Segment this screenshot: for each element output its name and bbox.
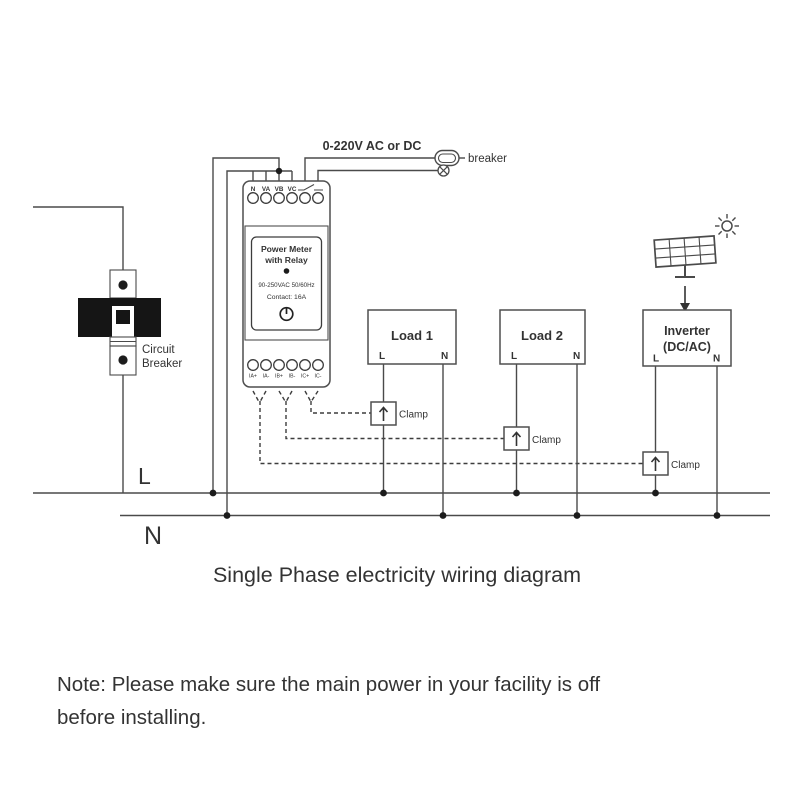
relay-output-wires (304, 157, 465, 182)
load1-block: Load 1 L N (367, 309, 457, 515)
note-line1: Note: Please make sure the main power in… (57, 673, 600, 696)
terminal-label-ia-minus: IA- (263, 374, 270, 380)
load2-terminal-l: L (511, 351, 517, 362)
terminal-label-ic-plus: IC+ (301, 374, 309, 380)
circuit-breaker-label-1: Circuit (142, 344, 175, 356)
dc-flow-arrow-icon (680, 286, 690, 312)
mains-supply-wire (33, 206, 124, 493)
breaker-label: breaker (468, 153, 507, 165)
meter-spec-contact: Contact: 16A (267, 294, 307, 301)
meter-led-indicator (283, 268, 290, 274)
load1-terminal-l: L (379, 351, 385, 362)
inverter-label-line2: (DC/AC) (663, 340, 711, 354)
circuit-breaker-icon (78, 269, 161, 376)
meter-voltage-feed-wires (212, 157, 293, 515)
clamp3-icon (642, 451, 669, 476)
bus-label-n: N (144, 522, 162, 550)
indicator-lamp-icon (437, 164, 450, 177)
load1-label: Load 1 (391, 328, 433, 343)
circuit-breaker-label-2: Breaker (142, 358, 182, 370)
load2-label: Load 2 (521, 328, 563, 343)
inverter-terminal-l: L (653, 354, 659, 365)
supply-voltage-label: 0-220V AC or DC (323, 139, 422, 153)
load2-terminal-n: N (573, 351, 580, 362)
clamp2-icon (503, 426, 530, 451)
terminal-label-n: N (251, 186, 256, 193)
terminal-label-va: VA (262, 186, 271, 193)
inverter-label-line1: Inverter (664, 324, 710, 338)
inverter-terminal-n: N (713, 354, 720, 365)
meter-top-terminals: N VA VB VC (247, 184, 324, 204)
meter-bottom-terminals: IA+ IA- IB+ IB- IC+ IC- (247, 359, 324, 380)
sun-icon (715, 214, 739, 238)
meter-name-line1: Power Meter (261, 244, 313, 254)
inverter-block: Inverter (DC/AC) L N (642, 309, 732, 515)
power-meter-device: N VA VB VC Power Meter with Relay 90-250… (242, 180, 331, 388)
bus-label-l: L (138, 463, 151, 489)
clamp1-label: Clamp (399, 410, 428, 421)
load1-terminal-n: N (441, 351, 448, 362)
terminal-label-ib-minus: IB- (289, 374, 296, 380)
solar-panel-icon (653, 235, 717, 278)
meter-spec-voltage: 90-250VAC 50/60Hz (258, 282, 314, 289)
breaker-fuse-icon (434, 149, 460, 167)
diagram-title: Single Phase electricity wiring diagram (213, 563, 581, 587)
clamp3-label: Clamp (671, 460, 700, 471)
relay-switch-icon (298, 184, 323, 191)
terminal-label-ic-minus: IC- (315, 374, 322, 380)
ct-lead-wires (252, 390, 643, 465)
load2-block: Load 2 L N (499, 309, 586, 515)
terminal-label-vc: VC (288, 186, 297, 193)
clamp2-label: Clamp (532, 435, 561, 446)
clamp1-icon (370, 401, 397, 426)
terminal-label-vb: VB (275, 186, 284, 193)
terminal-label-ib-plus: IB+ (275, 374, 283, 380)
meter-name-line2: with Relay (264, 255, 308, 265)
note-line2: before installing. (57, 706, 206, 729)
bus-lines (33, 489, 770, 519)
terminal-label-ia-plus: IA+ (249, 374, 257, 380)
power-button-icon (279, 306, 294, 322)
